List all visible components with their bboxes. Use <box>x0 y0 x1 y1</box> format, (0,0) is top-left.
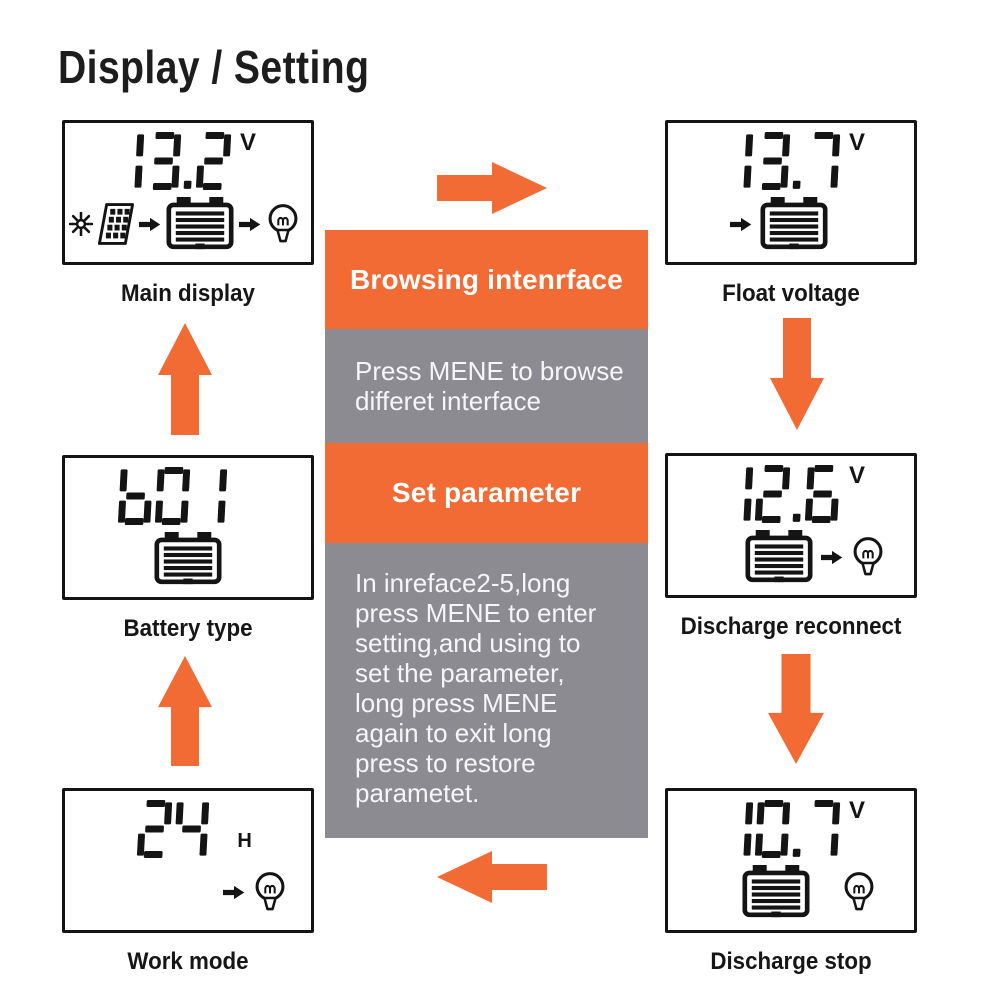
arrow-right-icon <box>223 884 245 901</box>
lcd-unit: V <box>240 129 257 156</box>
flow-arrow-up-icon <box>158 323 212 435</box>
instruction-body-browsing-text: Press MENE to browse differet interface <box>355 356 624 416</box>
instruction-body-browsing: Press MENE to browse differet interface <box>325 329 648 443</box>
battery-icon <box>745 530 813 584</box>
panel-label: Battery type <box>123 615 253 642</box>
panel-label: Discharge reconnect <box>680 613 902 640</box>
arrow-right-icon <box>730 216 752 233</box>
lcd-icons <box>666 194 892 254</box>
flow-arrow-left-icon <box>437 851 547 903</box>
battery-icon <box>165 197 234 251</box>
lcd-screen: V <box>665 788 917 933</box>
sun-icon <box>68 212 93 236</box>
instruction-header-set: Set parameter <box>325 443 648 543</box>
lcd-screen <box>62 455 314 600</box>
lcd-icons <box>696 862 922 922</box>
lcd-unit: V <box>849 797 866 824</box>
lcd-icons <box>75 862 301 922</box>
panel-label: Main display <box>121 280 255 307</box>
flow-arrow-up-icon <box>158 656 212 766</box>
solar-panel-icon <box>97 202 134 246</box>
panel-label: Discharge stop <box>710 948 872 975</box>
lcd-value: V <box>666 462 915 525</box>
panel-label: Float voltage <box>722 280 860 307</box>
flow-arrow-down-icon <box>768 654 824 764</box>
lcd-value <box>47 467 296 527</box>
instruction-header-browsing: Browsing intenrface <box>325 230 648 329</box>
lcd-value: V <box>666 129 915 192</box>
instruction-box: Browsing intenrface Press MENE to browse… <box>325 230 648 838</box>
panel-discharge-stop: V Discharge stop <box>665 788 917 976</box>
lcd-icons <box>68 194 300 254</box>
arrow-right-icon <box>238 216 261 233</box>
bulb-icon <box>851 535 885 580</box>
lcd-unit: V <box>849 462 866 489</box>
bulb-icon <box>842 870 876 915</box>
lcd-value: V <box>57 129 306 192</box>
arrow-right-icon <box>821 549 843 566</box>
lcd-screen: H <box>62 788 314 933</box>
arrow-right-icon <box>138 216 161 233</box>
lcd-unit: H <box>237 830 252 852</box>
bulb-icon <box>266 202 300 247</box>
page-title: Display / Setting <box>58 41 370 93</box>
bulb-icon <box>253 870 287 915</box>
instruction-body-set: In inreface2-5,long press MENE to enter … <box>325 543 648 838</box>
panel-main-display: V <box>62 120 314 308</box>
lcd-screen: V <box>665 120 917 265</box>
panel-label: Work mode <box>127 948 249 975</box>
panel-float-voltage: V Float voltage <box>665 120 917 308</box>
panel-work-mode: H Work mode <box>62 788 314 976</box>
lcd-icons <box>75 529 301 589</box>
battery-icon <box>154 532 222 586</box>
lcd-screen: V <box>665 453 917 598</box>
lcd-icons <box>702 527 928 587</box>
battery-icon <box>760 197 828 251</box>
flow-arrow-down-icon <box>770 318 824 430</box>
lcd-screen: V <box>62 120 314 265</box>
lcd-unit: V <box>849 129 866 156</box>
flow-arrow-right-icon <box>437 162 547 214</box>
instruction-body-set-text: In inreface2-5,long press MENE to enter … <box>355 568 597 808</box>
panel-discharge-reconnect: V Discharge reconnect <box>665 453 917 641</box>
panel-battery-type: Battery type <box>62 455 314 643</box>
battery-icon <box>742 865 810 919</box>
lcd-value: V <box>666 797 915 860</box>
lcd-value: H <box>69 800 318 860</box>
